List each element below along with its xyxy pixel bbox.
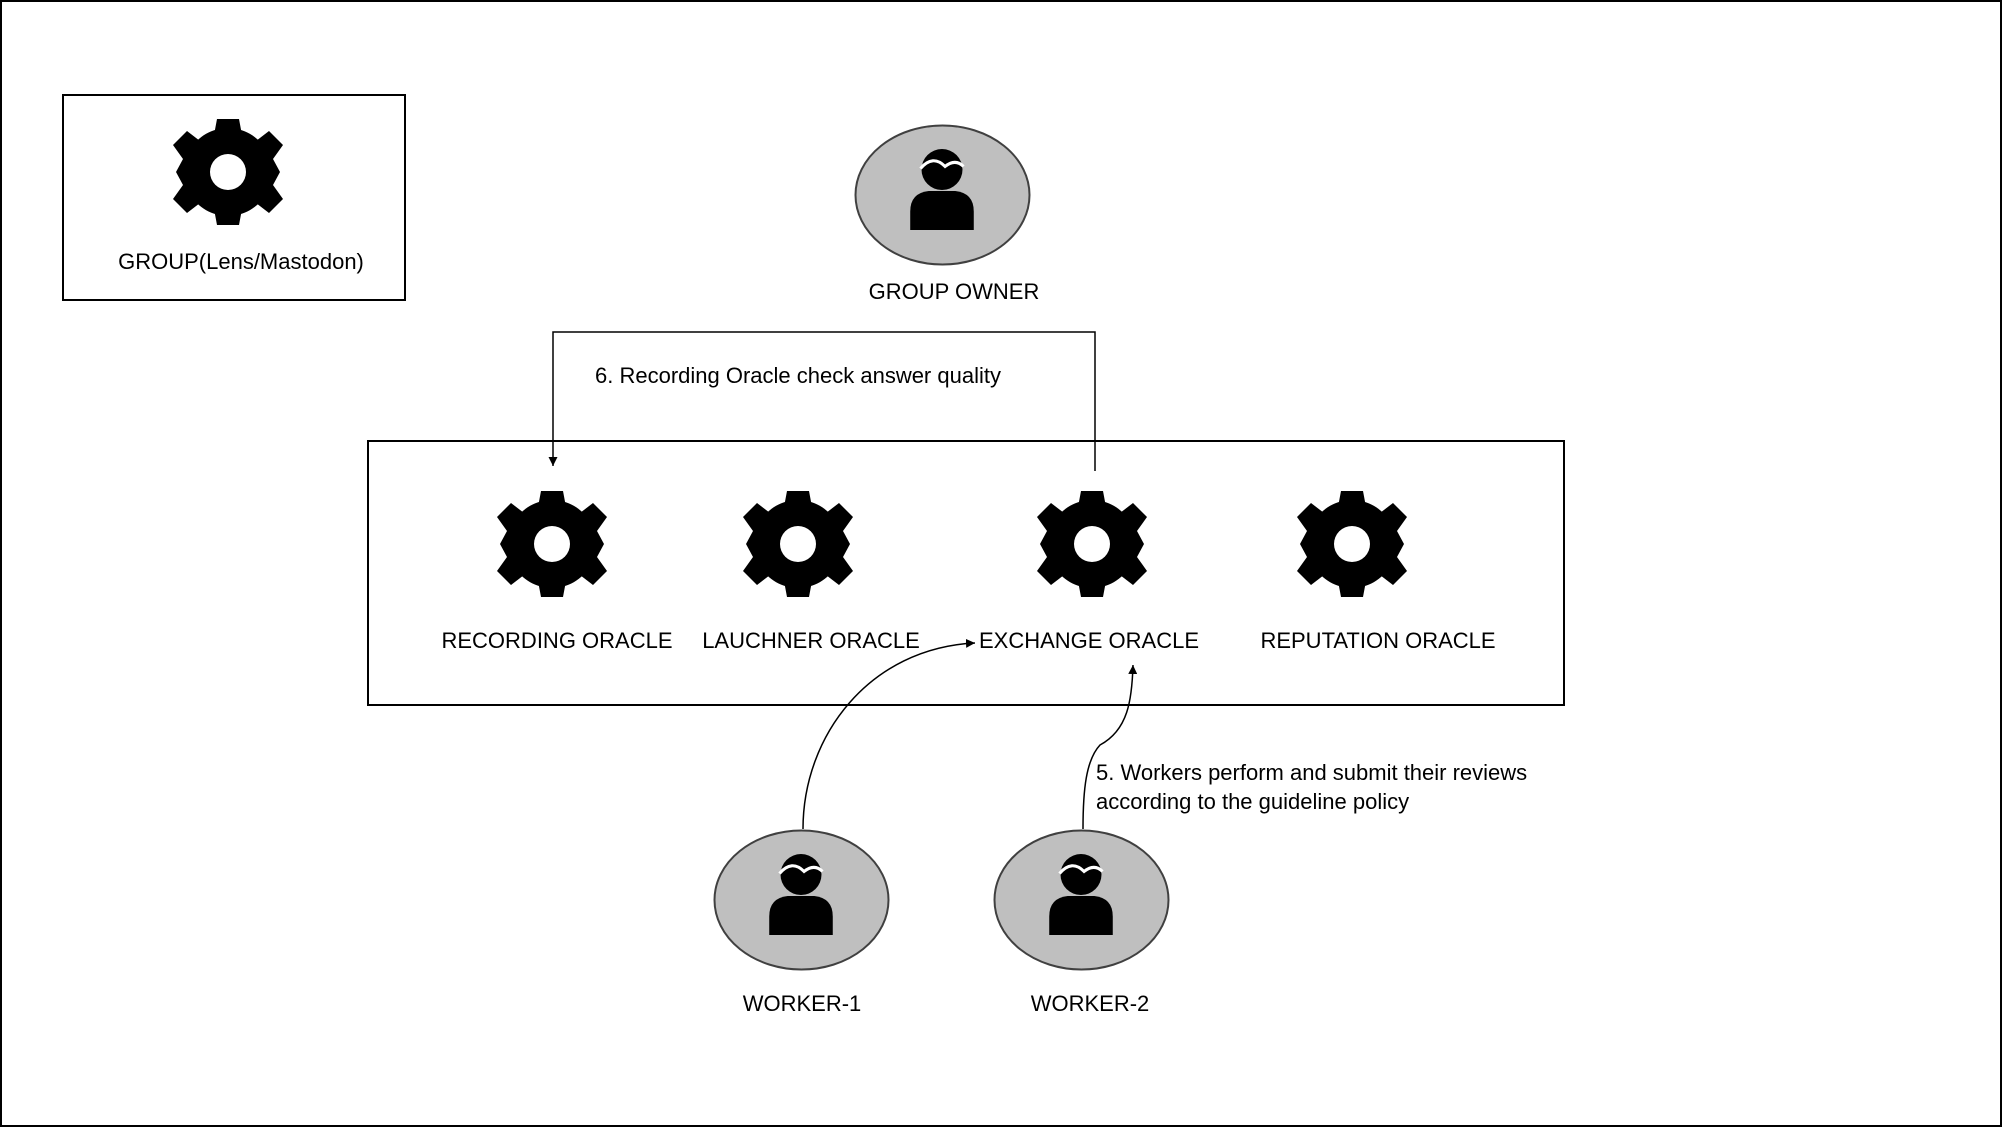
legend-label: GROUP(Lens/Mastodon) — [118, 249, 364, 274]
reputation-oracle-label: REPUTATION ORACLE — [1260, 628, 1496, 653]
worker-1-avatar — [713, 829, 890, 971]
gear-icon — [173, 119, 283, 225]
oracle-container — [367, 440, 1565, 706]
step-5-line-2: according to the guideline policy — [1096, 788, 1410, 814]
worker-2-label: WORKER-2 — [1030, 991, 1150, 1016]
group-owner-label: GROUP OWNER — [868, 279, 1040, 304]
reputation-oracle-gear-icon — [1297, 491, 1407, 597]
step-5-line-1: 5. Workers perform and submit their revi… — [1096, 760, 1528, 785]
recording-oracle-gear-icon — [497, 491, 607, 597]
worker-1-label: WORKER-1 — [742, 991, 862, 1016]
connector-step6 — [548, 331, 1096, 471]
launcher-oracle-label: LAUCHNER ORACLE — [702, 628, 920, 653]
connector-worker1 — [802, 638, 976, 830]
worker-2-avatar — [993, 829, 1170, 971]
exchange-oracle-label: EXCHANGE ORACLE — [978, 628, 1200, 653]
group-owner-avatar — [854, 124, 1031, 266]
exchange-oracle-gear-icon — [1037, 491, 1147, 597]
connector-worker2 — [1082, 664, 1138, 830]
launcher-oracle-gear-icon — [743, 491, 853, 597]
recording-oracle-label: RECORDING ORACLE — [441, 628, 673, 653]
step-6-label: 6. Recording Oracle check answer quality — [595, 363, 1001, 388]
step-5-label: 5. Workers perform and submit their revi… — [1096, 759, 1527, 816]
